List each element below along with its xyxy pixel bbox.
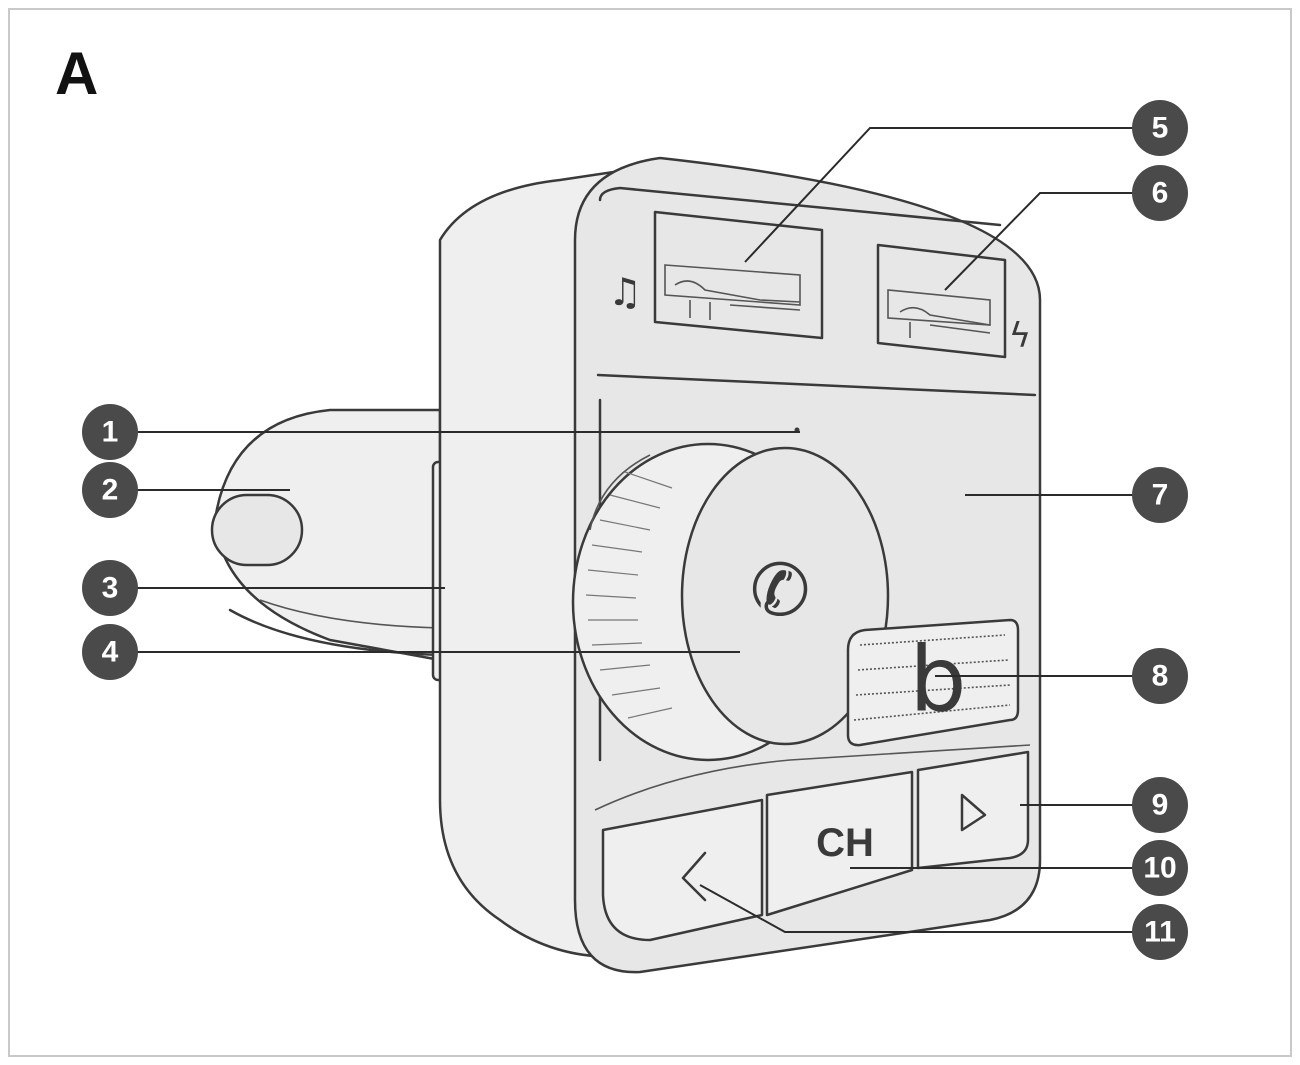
device-front-face: ♫ ϟ <box>571 156 1042 974</box>
callout-8: 8 <box>1132 648 1188 704</box>
phone-icon: ✆ <box>750 548 810 632</box>
car-plug <box>210 408 451 682</box>
music-note-icon: ♫ <box>608 270 642 314</box>
callout-2: 2 <box>82 462 138 518</box>
control-knob[interactable]: ✆ <box>571 442 890 762</box>
callout-9: 9 <box>1132 777 1188 833</box>
svg-text:8: 8 <box>1152 660 1169 693</box>
callout-3: 3 <box>82 560 138 616</box>
next-button[interactable] <box>916 750 1030 870</box>
bass-b-icon: b <box>909 628 966 733</box>
ch-button-label: CH <box>816 821 874 865</box>
lightning-icon: ϟ <box>1009 316 1031 356</box>
usb-port-charge <box>876 243 1007 359</box>
figure-frame <box>8 8 1292 1057</box>
svg-text:9: 9 <box>1152 789 1169 822</box>
callout-6: 6 <box>1132 165 1188 221</box>
plug-tip-contact <box>210 493 304 567</box>
svg-text:1: 1 <box>102 416 119 449</box>
previous-button[interactable] <box>601 798 764 942</box>
svg-text:4: 4 <box>102 636 119 669</box>
callout-11: 11 <box>1132 904 1188 960</box>
triangle-left-icon <box>681 851 707 902</box>
knob-ridges <box>585 471 673 719</box>
usb-port-music <box>653 210 824 340</box>
svg-text:2: 2 <box>102 474 119 507</box>
ch-button[interactable]: CH <box>765 770 914 917</box>
leader-11 <box>699 884 1160 933</box>
callout-10: 10 <box>1132 840 1188 896</box>
callout-5: 5 <box>1132 100 1188 156</box>
callout-1: 1 <box>82 404 138 460</box>
triangle-right-icon <box>960 793 987 832</box>
callout-7: 7 <box>1132 467 1188 523</box>
svg-text:5: 5 <box>1152 112 1169 145</box>
svg-text:3: 3 <box>102 572 119 605</box>
bass-boost-button[interactable]: b <box>846 618 1020 747</box>
figure-label: A <box>55 40 99 107</box>
leader-6 <box>944 192 1160 291</box>
svg-text:6: 6 <box>1152 177 1169 210</box>
svg-text:7: 7 <box>1152 479 1169 512</box>
leader-lines <box>110 127 1160 933</box>
svg-text:11: 11 <box>1144 916 1176 949</box>
leader-5 <box>744 127 1160 263</box>
svg-text:10: 10 <box>1143 852 1176 885</box>
callout-4: 4 <box>82 624 138 680</box>
